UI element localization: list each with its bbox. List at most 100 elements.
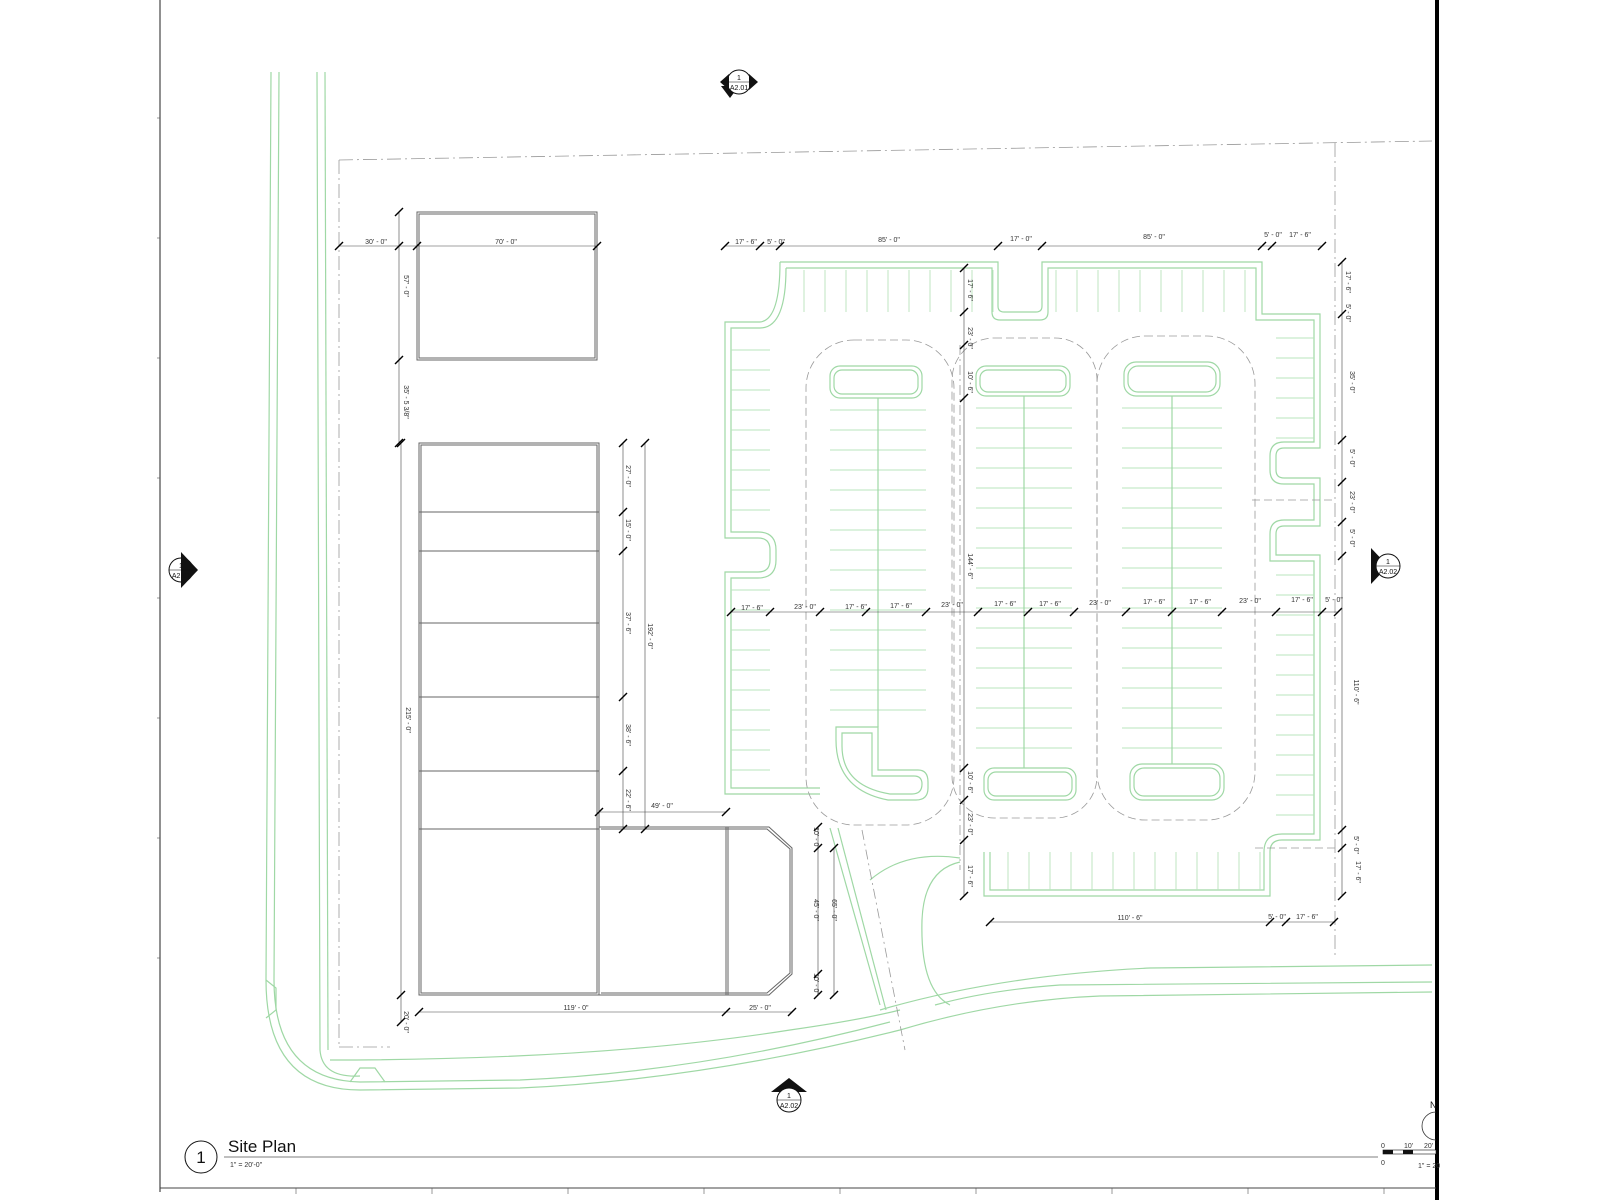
dimension-tick [993, 241, 1003, 251]
section-tag-right-sheet: A2.02 [1379, 569, 1397, 576]
section-tag-top-sheet: A2.01 [730, 85, 748, 92]
dim-retail-depth: 192' - 0" [646, 623, 653, 649]
drawing-title-block: 1 Site Plan 1" = 20'-0" [184, 1137, 1378, 1174]
dimension-tick [1337, 517, 1347, 527]
parking-curb [724, 261, 1321, 897]
sheet-frame [159, 0, 1439, 1200]
dim-right-2: 5' - 0" [1344, 304, 1351, 322]
dimension-tick [973, 607, 983, 617]
dim-mid-8: 23' - 0" [1089, 600, 1111, 607]
dim-bay-5: 22' - 6" [624, 789, 631, 811]
dimension-tick [755, 241, 765, 251]
section-tag-right[interactable]: 1 A2.02 [1371, 548, 1401, 584]
dim-bldg-width: 119' - 0" [563, 1005, 589, 1012]
dim-mid-12: 17' - 6" [1291, 597, 1313, 604]
dimension-tick [618, 546, 628, 556]
dimension-tick [985, 917, 995, 927]
dimension-tick [1271, 607, 1281, 617]
dim-mid-11: 23' - 0" [1239, 598, 1261, 605]
scalebar-label-10: 10' [1404, 1143, 1413, 1150]
dimension-tick [1317, 607, 1327, 617]
dimension-tick [959, 835, 969, 845]
dim-bot-2: 5' - 0" [1268, 914, 1286, 921]
dimension-tick [1337, 843, 1347, 853]
section-tag-top[interactable]: 1 A2.01 [720, 69, 758, 98]
dimension-tick [959, 763, 969, 773]
dimension-tick [1257, 241, 1267, 251]
dimension-tick [765, 607, 775, 617]
dimension-tick [396, 438, 406, 448]
dimension-tick [959, 795, 969, 805]
dim-vert-4: 144' - 6" [966, 553, 973, 579]
dim-mid-7: 17' - 6" [1039, 601, 1061, 608]
dimension-tick [618, 692, 628, 702]
section-tag-left-number: 1 [179, 563, 183, 570]
dimension-tick [1037, 241, 1047, 251]
dimension-tick [813, 822, 823, 832]
dimension-tick [334, 241, 344, 251]
dimension-tick [394, 438, 404, 448]
dimension-tick [1023, 607, 1033, 617]
dim-bldg-a-width: 70' - 0" [495, 239, 517, 246]
dimension-tick [414, 1007, 424, 1017]
scalebar-note: 1" = 20 [1418, 1163, 1440, 1170]
dim-vert-7: 17' - 6" [966, 865, 973, 887]
frame-grid-ticks [157, 117, 1385, 1194]
dimension-tick [959, 393, 969, 403]
dim-mid-2: 23' - 0" [794, 604, 816, 611]
dimension-tick [1069, 607, 1079, 617]
dim-top-5: 85' - 0" [1143, 234, 1165, 241]
dimension-tick [640, 438, 650, 448]
scalebar-label-20: 20' [1424, 1143, 1433, 1150]
dimension-tick [775, 241, 785, 251]
dim-mid-4: 17' - 6" [890, 603, 912, 610]
building-retail [418, 442, 793, 996]
dimension-tick [1281, 917, 1291, 927]
dimension-tick [1337, 435, 1347, 445]
dimension-tick [813, 990, 823, 1000]
dimension-tick [1267, 241, 1277, 251]
dimension-tick [394, 207, 404, 217]
dimension-tick [787, 1007, 797, 1017]
property-line [338, 140, 1433, 1048]
scalebar-label-0: 0 [1381, 1143, 1385, 1150]
section-tag-bottom-number: 1 [787, 1093, 791, 1100]
dim-north-setback: 30' - 0" [365, 239, 387, 246]
scale-bar: 0 10' 20' 0 1" = 20 [1381, 1143, 1440, 1170]
dim-top-2: 5' - 0" [767, 239, 785, 246]
north-arrow: N [1421, 1100, 1437, 1141]
dimension-tick [1337, 257, 1347, 267]
dim-mid-13: 5' - 0" [1325, 597, 1343, 604]
dim-right-9: 17' - 6" [1354, 861, 1361, 883]
dimension-tick [1217, 607, 1227, 617]
dim-vert-1: 17' - 6" [966, 279, 973, 301]
section-tag-bottom[interactable]: 1 A2.02 [771, 1078, 807, 1113]
drive-aisles [805, 335, 1335, 849]
dimension-tick [396, 990, 406, 1000]
dimension-tick [412, 241, 422, 251]
landscape-islands [829, 361, 1225, 801]
dim-right-3: 35' - 0" [1348, 371, 1355, 393]
dimension-lines [334, 207, 1347, 1027]
dim-mid-3: 17' - 6" [845, 604, 867, 611]
dim-east-b: 45' - 0" [812, 899, 819, 921]
dimension-tick [394, 355, 404, 365]
dimension-tick [1337, 891, 1347, 901]
dimension-tick [1121, 607, 1131, 617]
section-tag-right-number: 1 [1386, 559, 1390, 566]
dim-top-6: 5' - 0" [1264, 232, 1282, 239]
dim-mid-1: 17' - 6" [741, 605, 763, 612]
dim-east-c: 65' - 0" [830, 899, 837, 921]
dimension-tick [721, 1007, 731, 1017]
dim-vert-2: 23' - 0" [966, 327, 973, 349]
dimension-tick [829, 990, 839, 1000]
south-road [329, 827, 1433, 1061]
dimension-tick [592, 241, 602, 251]
dimension-tick [721, 807, 731, 817]
dimension-tick [618, 766, 628, 776]
section-tag-left[interactable]: 1 A2.01 [168, 552, 198, 588]
dim-top-7: 17' - 6" [1289, 232, 1311, 239]
dim-right-4: 5' - 0" [1348, 449, 1355, 467]
scalebar-zero-lower: 0 [1381, 1160, 1385, 1167]
